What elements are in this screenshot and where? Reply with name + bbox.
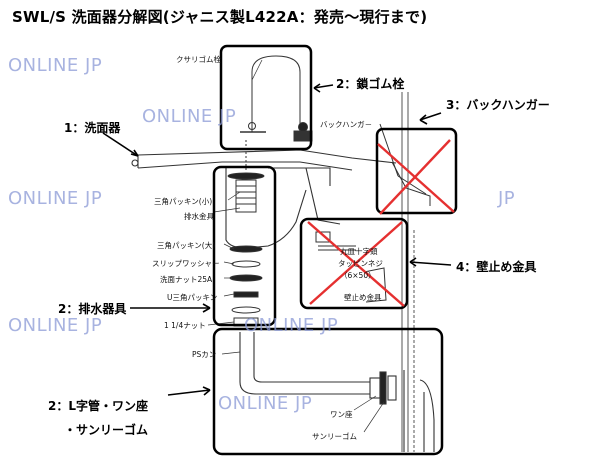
frame-l-pipe <box>212 327 444 456</box>
callout-l-pipe-rubber: ・サンリーゴム <box>64 423 149 437</box>
part-label-screw-3: （6×50） <box>340 271 376 280</box>
discontinued-crosses <box>307 139 455 307</box>
callout-wall-bracket: 4：壁止め金具 <box>456 260 537 274</box>
frame-back-hanger <box>375 127 458 215</box>
part-label-triangle-packing-large: 三角パッキン(大) <box>157 241 216 250</box>
part-label-nut-1-14: 1 1/4ナット <box>164 321 206 330</box>
callout-arrows <box>102 83 452 396</box>
part-label-back-hanger: バックハンガ－ <box>320 120 373 129</box>
part-label-screw-2: タッピンネジ <box>338 259 383 268</box>
watermark: ONLINE JP <box>8 188 103 209</box>
frame-drain <box>212 165 277 327</box>
watermark: ONLINE JP <box>244 315 339 336</box>
part-label-drain-fitting: 排水金具 <box>184 212 214 221</box>
callout-back-hanger: 3：バックハンガー <box>446 98 550 112</box>
callout-l-pipe: 2：L字管・ワン座 <box>48 399 148 413</box>
diagram-title: SWL/S 洗面器分解図(ジャニス製L422A：発売～現行まで) <box>12 8 428 26</box>
part-label-wall-bracket: 壁止め金具 <box>344 293 382 302</box>
chain-stopper-drawing <box>240 55 313 142</box>
l-pipe-drawing <box>239 332 435 452</box>
part-label-slip-washer: スリップワッシャー <box>152 259 220 268</box>
wall-bracket-drawing <box>315 231 387 303</box>
part-frames <box>212 44 458 456</box>
watermark: ONLINE JP <box>8 55 103 76</box>
part-label-screw-1: 丸皿十字頭 <box>340 247 378 256</box>
watermark: ONLINE JP <box>142 106 237 127</box>
frame-wall-bracket <box>299 217 409 310</box>
basin-drawing <box>131 149 397 249</box>
watermark: ONLINE JP <box>8 315 103 336</box>
part-label-basin-nut: 洗面ナット25A <box>160 275 213 284</box>
callout-basin: 1：洗面器 <box>64 121 121 135</box>
frame-chain-stopper <box>219 44 313 151</box>
part-label-kusari-stopper: クサリゴム栓 <box>176 55 221 64</box>
drain-parts-drawing <box>227 140 265 327</box>
leader-lines <box>207 59 385 433</box>
watermark: JP <box>498 188 516 209</box>
part-label-ps-cap: PSカン <box>192 350 217 359</box>
part-label-sunry-rubber: サンリーゴム <box>312 432 357 441</box>
callout-drain: 2：排水器具 <box>58 302 127 316</box>
callout-chain-stopper: 2：鎖ゴム栓 <box>336 77 405 91</box>
watermark: ONLINE JP <box>218 393 313 414</box>
back-hanger-drawing <box>379 123 431 206</box>
part-label-u-triangle-packing: U三角パッキン <box>167 293 218 302</box>
part-label-wan-seat: ワン座 <box>330 410 353 419</box>
part-label-triangle-packing-small: 三角パッキン(小) <box>154 197 213 206</box>
